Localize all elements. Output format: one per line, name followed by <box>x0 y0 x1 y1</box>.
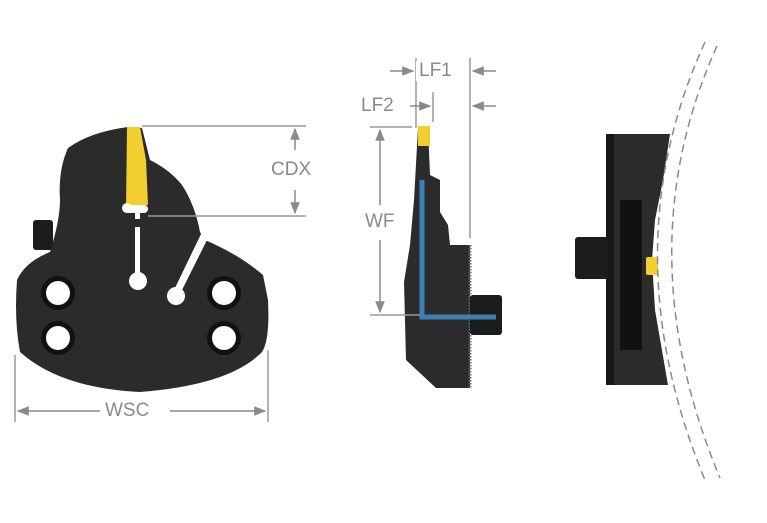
cdx-label: CDX <box>268 160 315 180</box>
clamp-slot <box>135 227 140 275</box>
wf-label: WF <box>362 212 398 232</box>
wsc-label: WSC <box>102 401 153 421</box>
top-insert <box>646 257 658 275</box>
top-view <box>575 41 721 481</box>
lf1-label: LF1 <box>416 61 455 81</box>
side-body <box>404 128 470 388</box>
lf2-label: LF2 <box>358 96 397 116</box>
front-body <box>16 127 269 392</box>
coolant-channel <box>419 180 496 320</box>
side-view <box>370 58 502 388</box>
top-stud <box>575 237 608 279</box>
front-view <box>14 125 306 422</box>
workpiece-outline-outer <box>656 41 706 481</box>
workpiece-outline-inner <box>671 45 721 479</box>
insert-blade <box>126 127 148 208</box>
side-stud <box>33 220 53 250</box>
mounting-holes <box>41 276 241 355</box>
insert-tip <box>418 126 430 146</box>
